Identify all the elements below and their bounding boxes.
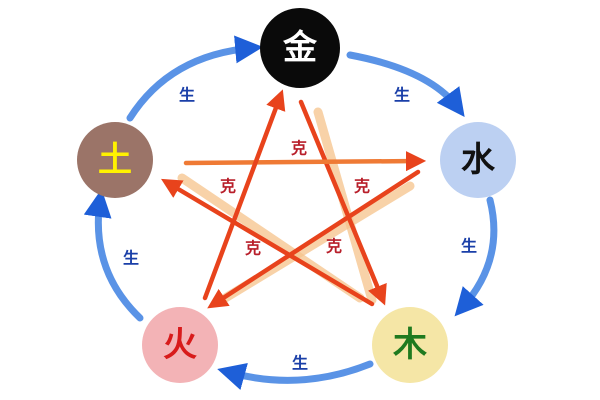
node-wood-label: 木	[392, 325, 427, 365]
sheng-label-earth-metal: 生	[179, 86, 195, 105]
node-wood: 木	[372, 307, 448, 383]
ke-label-bottom-left: 克	[245, 239, 261, 258]
sheng-arrow-fire-earth	[83, 188, 144, 322]
node-water-circle	[440, 122, 516, 198]
ke-label-bottom-right: 克	[326, 237, 342, 256]
sheng-label-metal-water: 生	[394, 86, 410, 105]
node-earth-label: 土	[98, 140, 132, 180]
sheng-arrow-wood-fire	[217, 360, 374, 390]
ke-arrow-earth-water	[183, 150, 427, 172]
ke-arrow-water-fire	[207, 169, 421, 309]
sheng-arrow-earth-metal	[126, 35, 264, 122]
sheng-label-water-wood: 生	[461, 237, 477, 256]
ke-arrow-fire-metal	[202, 89, 286, 301]
node-fire-circle	[142, 307, 218, 383]
ke-label-left: 克	[220, 177, 236, 196]
node-fire-label: 火	[163, 325, 197, 365]
sheng-arrow-water-wood	[454, 196, 498, 317]
sheng-label-wood-fire: 生	[292, 354, 308, 373]
node-wood-circle	[372, 307, 448, 383]
node-metal-circle	[260, 8, 340, 88]
node-water-label: 水	[461, 140, 496, 180]
node-earth: 土	[77, 122, 153, 198]
ke-arrow-wood-earth	[161, 178, 375, 307]
sheng-arrow-metal-water	[346, 51, 465, 118]
node-earth-circle	[77, 122, 153, 198]
ke-label-right: 克	[354, 177, 370, 196]
sheng-cycle: 生 生 生 生 生	[83, 35, 498, 390]
ke-star: 克 克 克 克 克	[161, 89, 427, 309]
ke-arrow-metal-wood	[298, 99, 387, 306]
node-metal: 金	[260, 8, 340, 88]
node-metal-label: 金	[282, 28, 318, 68]
node-water: 水	[440, 122, 516, 198]
ke-label-top: 克	[291, 139, 307, 158]
sheng-label-fire-earth: 生	[123, 249, 139, 268]
node-fire: 火	[142, 307, 218, 383]
